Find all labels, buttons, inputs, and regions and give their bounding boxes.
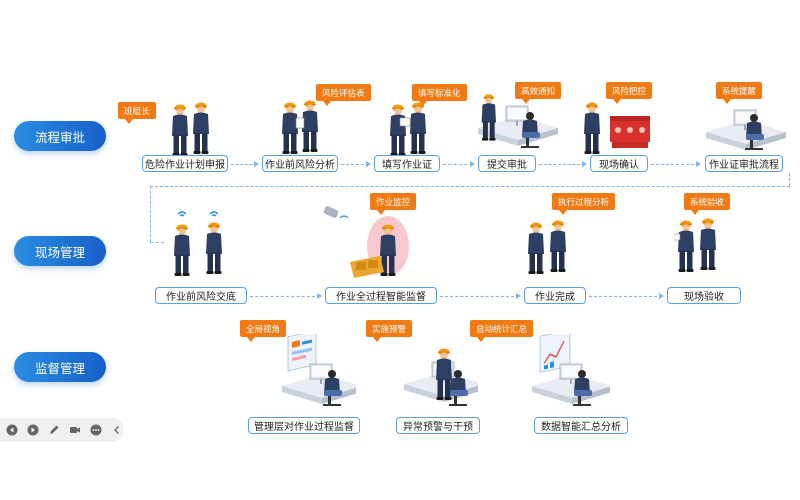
row-connector bbox=[150, 242, 164, 243]
step-hazard-plan-declaration[interactable]: 危险作业计划申报 bbox=[142, 155, 228, 172]
flow-arrow bbox=[589, 293, 664, 299]
tag-team-leader: 班组长 bbox=[118, 102, 156, 124]
row-connector bbox=[150, 186, 151, 242]
risk-analysis-illustration bbox=[282, 100, 318, 154]
step-site-acceptance[interactable]: 现场验收 bbox=[667, 287, 741, 304]
next-icon[interactable] bbox=[27, 424, 39, 436]
lane-supervision-management[interactable]: 监督管理 bbox=[14, 352, 106, 382]
fill-permit-illustration bbox=[390, 102, 426, 156]
collapse-icon[interactable] bbox=[111, 424, 123, 436]
lane-site-management[interactable]: 现场管理 bbox=[14, 236, 106, 266]
step-pre-work-risk-analysis[interactable]: 作业前风险分析 bbox=[262, 155, 338, 172]
tag-real-time-warning: 实施预警 bbox=[366, 320, 413, 342]
full-process-monitoring-illustration bbox=[323, 206, 409, 278]
submit-approval-illustration bbox=[478, 94, 558, 148]
tag-efficient-notice: 高效通知 bbox=[515, 82, 562, 104]
flow-arrow bbox=[231, 161, 259, 167]
tag-system-acceptance: 系统验收 bbox=[684, 193, 731, 215]
step-work-complete[interactable]: 作业完成 bbox=[524, 287, 586, 304]
step-site-confirmation[interactable]: 现场确认 bbox=[590, 155, 648, 172]
flow-arrow bbox=[651, 161, 701, 167]
flow-arrow bbox=[341, 161, 371, 167]
flow-arrow bbox=[443, 161, 475, 167]
step-full-process-smart-supervision[interactable]: 作业全过程智能监督 bbox=[325, 287, 437, 304]
site-confirm-illustration bbox=[584, 102, 650, 154]
site-acceptance-illustration bbox=[674, 218, 716, 272]
tag-risk-control: 风险把控 bbox=[606, 82, 653, 104]
team-leader-illustration bbox=[172, 102, 209, 156]
tag-execution-analysis: 执行过程分析 bbox=[552, 193, 616, 215]
prev-icon[interactable] bbox=[6, 424, 18, 436]
step-smart-data-summary-analysis[interactable]: 数据智能汇总分析 bbox=[534, 417, 628, 434]
tag-global-view: 全局视角 bbox=[240, 320, 287, 342]
presentation-toolbar bbox=[0, 418, 124, 442]
risk-briefing-illustration bbox=[174, 211, 222, 276]
anomaly-warning-illustration bbox=[404, 348, 478, 406]
step-fill-work-permit[interactable]: 填写作业证 bbox=[374, 155, 440, 172]
step-anomaly-warning-intervention[interactable]: 异常预警与干预 bbox=[396, 417, 480, 434]
tag-auto-statistics: 自动统计汇总 bbox=[470, 320, 534, 342]
step-submit-approval[interactable]: 提交审批 bbox=[478, 155, 536, 172]
row-connector bbox=[150, 186, 790, 187]
step-management-process-supervision[interactable]: 管理层对作业过程监督 bbox=[248, 417, 360, 434]
lane-process-approval[interactable]: 流程审批 bbox=[14, 121, 106, 151]
tag-risk-assessment-form: 风险评估表 bbox=[316, 84, 371, 106]
management-oversight-illustration bbox=[282, 334, 356, 406]
tag-standardized-fill: 填写标准化 bbox=[412, 84, 467, 106]
flow-arrow bbox=[539, 161, 587, 167]
data-summary-illustration bbox=[532, 334, 610, 406]
step-pre-work-risk-briefing[interactable]: 作业前风险交底 bbox=[155, 287, 247, 304]
tag-system-reminder: 系统提醒 bbox=[716, 82, 763, 104]
flow-arrow bbox=[440, 293, 521, 299]
tag-work-monitoring: 作业监控 bbox=[370, 193, 417, 215]
permit-approval-flow-illustration bbox=[706, 109, 786, 151]
more-icon[interactable] bbox=[90, 424, 102, 436]
pen-icon[interactable] bbox=[48, 424, 60, 436]
flow-arrow bbox=[250, 293, 322, 299]
work-completion-illustration bbox=[528, 220, 566, 274]
camera-icon[interactable] bbox=[69, 424, 81, 436]
row-connector bbox=[789, 173, 790, 186]
step-permit-approval-flow[interactable]: 作业证审批流程 bbox=[705, 155, 783, 172]
